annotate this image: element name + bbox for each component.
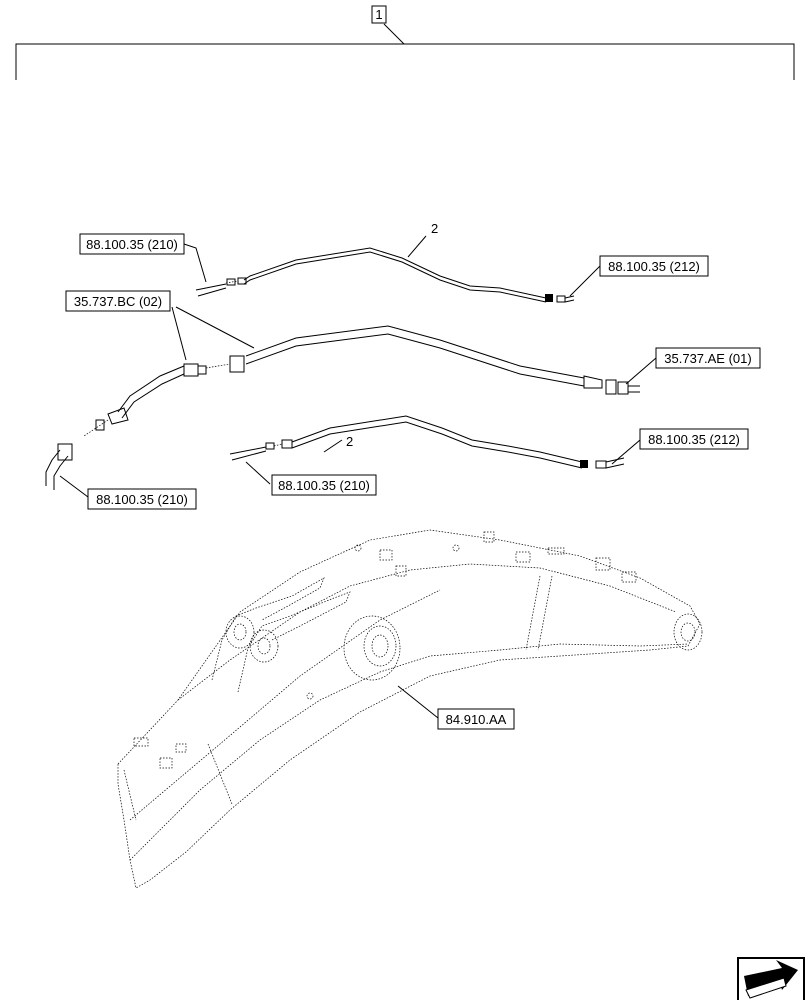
ref-label-boom[interactable]: 84.910.AA [446,712,507,727]
ref-label-mid-right[interactable]: 35.737.AE (01) [664,351,751,366]
part-number-2-upper: 2 [431,221,438,236]
ref-label-mid-left[interactable]: 35.737.BC (02) [74,294,162,309]
ref-label-top-left[interactable]: 88.100.35 (210) [86,237,178,252]
part-number-2-lower: 2 [346,434,353,449]
hose-middle [45,325,640,490]
leader-lines [59,243,657,719]
ref-label-low-center[interactable]: 88.100.35 (210) [278,478,370,493]
item-callout-1: 1 [375,7,382,22]
next-page-arrow-icon[interactable] [737,957,805,1000]
item-bracket: 1 [15,5,795,80]
boom-assembly [117,529,703,889]
ref-label-low-right[interactable]: 88.100.35 (212) [648,432,740,447]
hose-upper: 2 [195,221,575,303]
reference-labels: 88.100.35 (210) 88.100.35 (212) 35.737.B… [65,233,761,730]
ref-label-top-right[interactable]: 88.100.35 (212) [608,259,700,274]
hose-lower: 2 [229,415,625,469]
ref-label-low-left[interactable]: 88.100.35 (210) [96,492,188,507]
